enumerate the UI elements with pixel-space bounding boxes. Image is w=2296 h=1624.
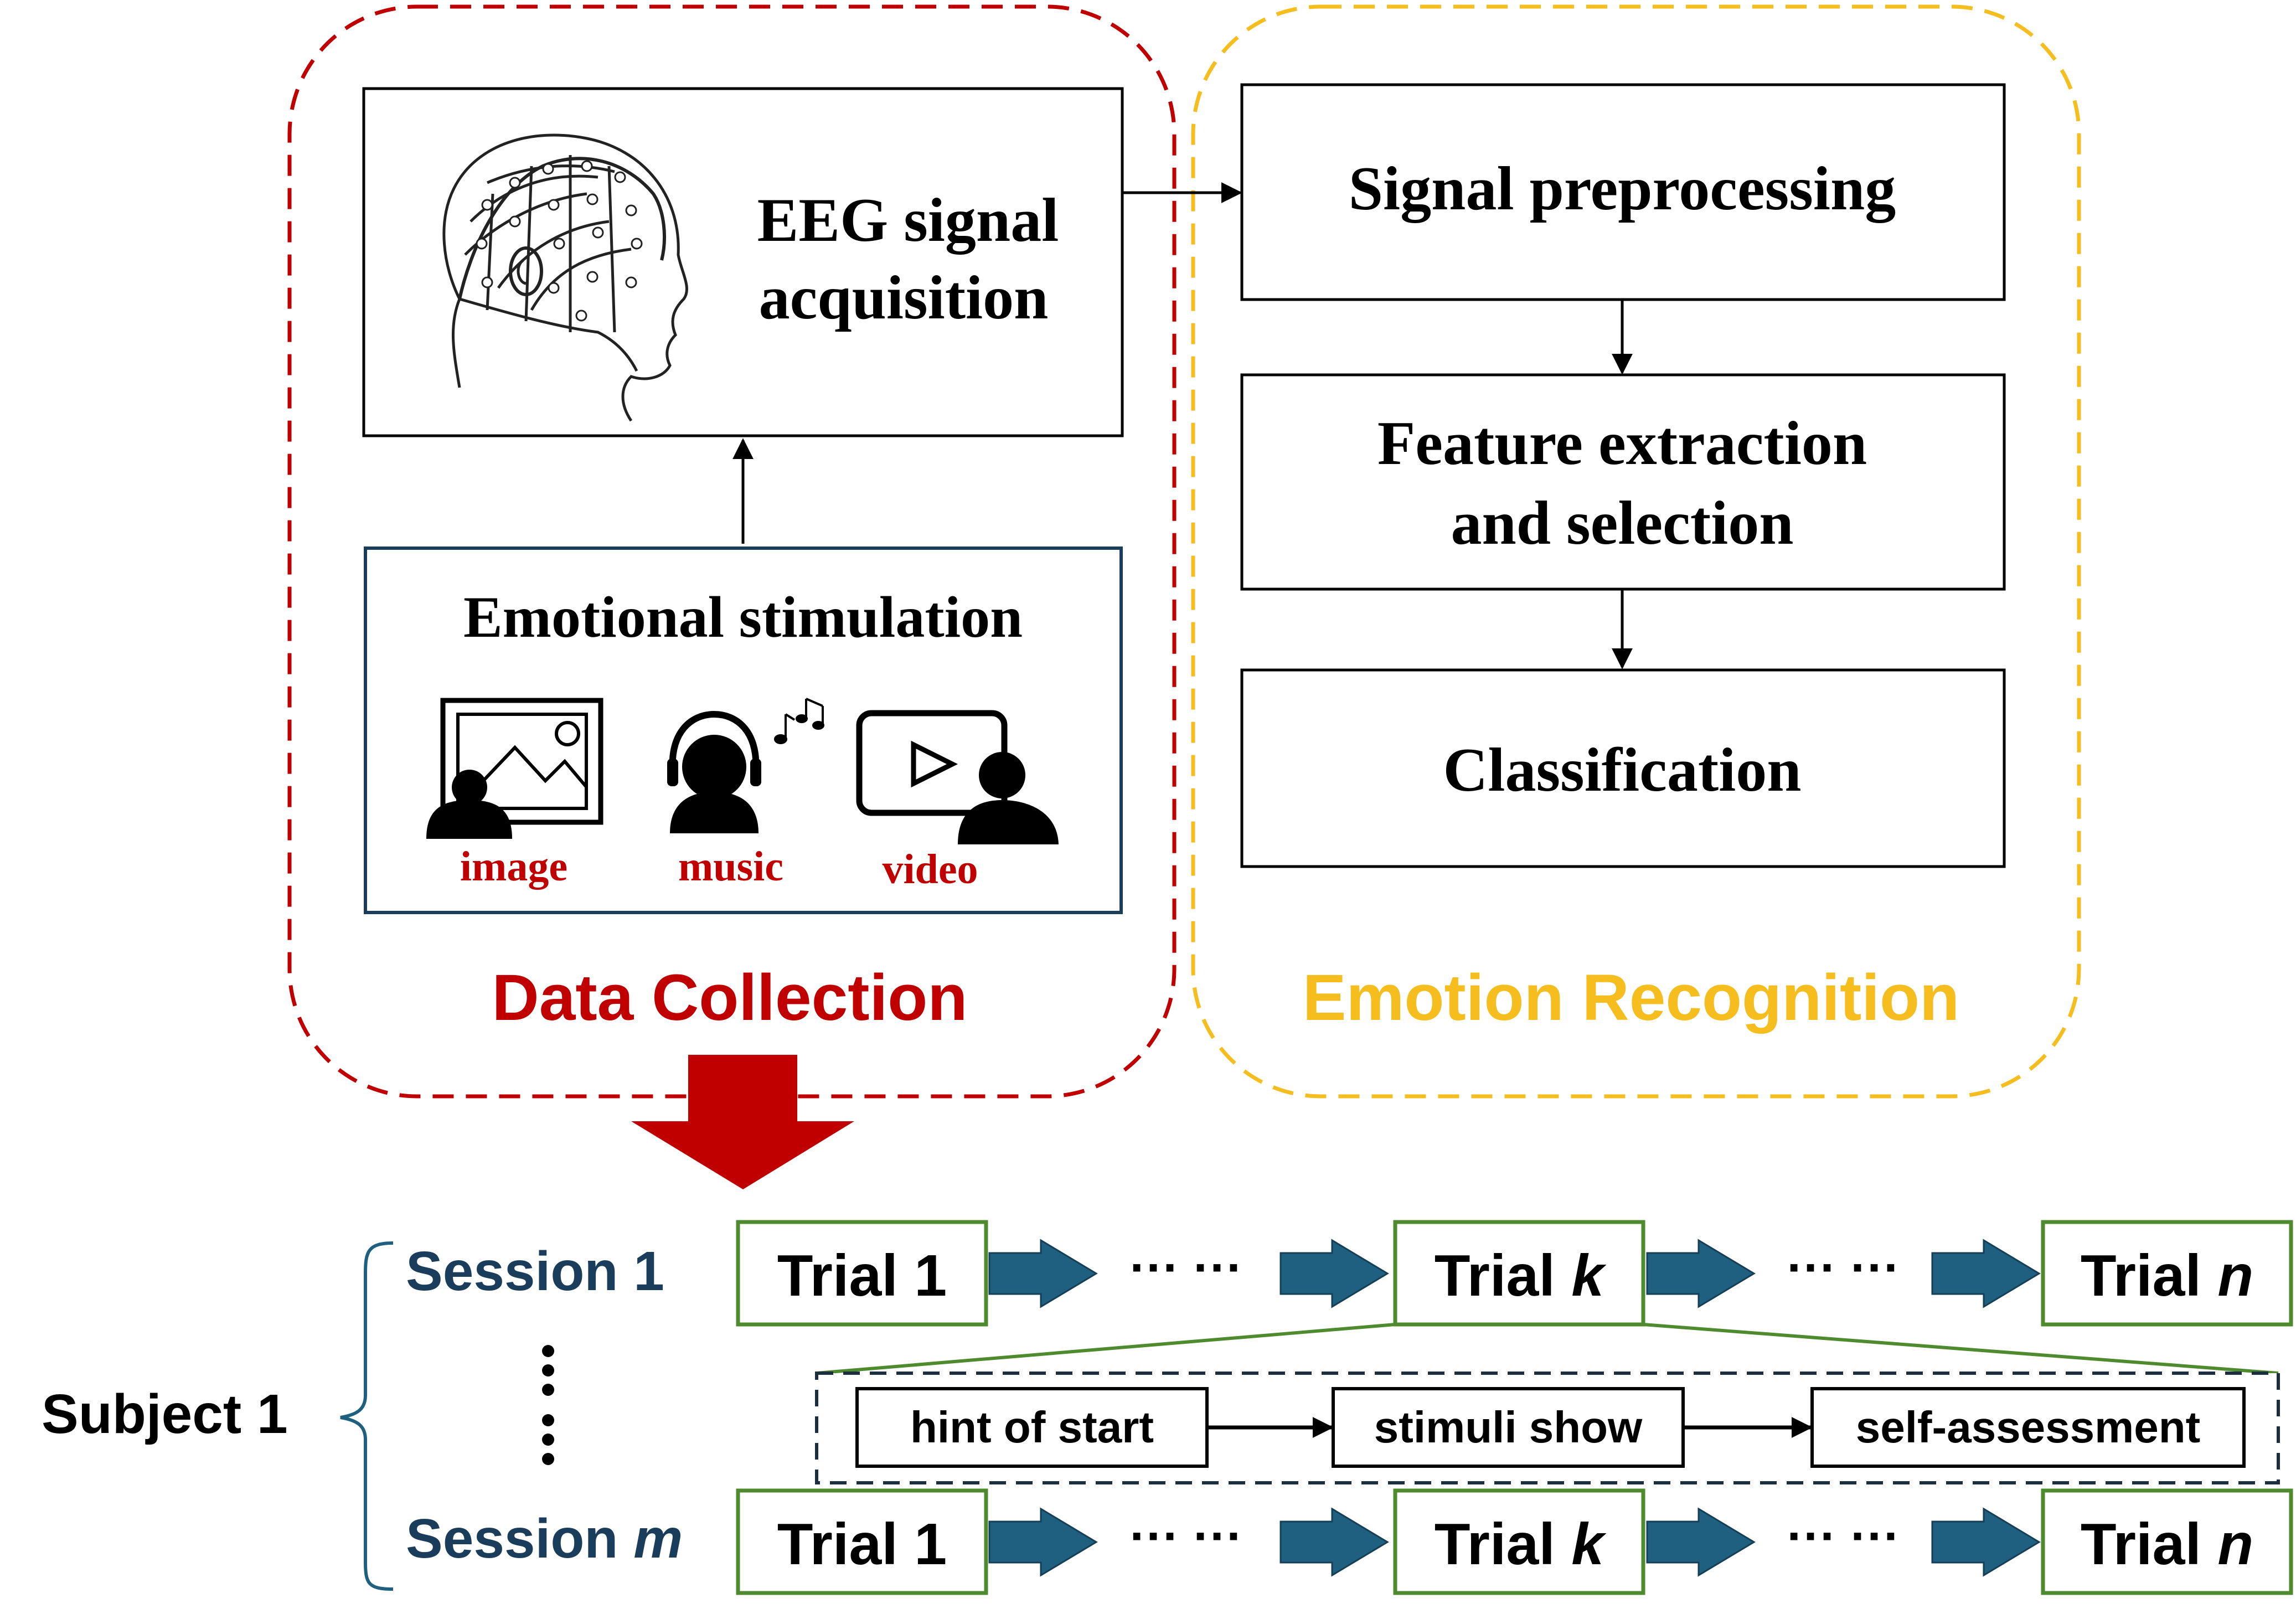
trial-flow-arrow <box>988 1507 1098 1577</box>
trial-box <box>736 1220 988 1327</box>
step2-line1: Feature extraction <box>1377 409 1867 478</box>
trial-flow-arrow <box>1931 1507 2041 1577</box>
stimulation-title: Emotional stimulation <box>463 585 1023 649</box>
eeg-head-icon <box>442 133 688 422</box>
zoom-line-right <box>1643 1323 2279 1375</box>
self-assessment-box <box>1810 1387 2246 1468</box>
trial-box <box>2041 1488 2293 1595</box>
image-icon <box>426 698 603 839</box>
trial-box <box>736 1488 988 1595</box>
image-label: image <box>460 843 567 890</box>
session-m-trials: Trial 1 ··· ··· Trial k ··· ··· Trial n <box>736 1488 2293 1595</box>
trial-flow-arrow <box>1646 1507 1756 1577</box>
emotion-recognition-border <box>1191 4 2081 1099</box>
data-collection-title: Data Collection <box>492 961 968 1034</box>
trial-step-3: self-assessment <box>1856 1403 2201 1452</box>
trial-box <box>1393 1488 1645 1595</box>
trial-box <box>1393 1220 1645 1327</box>
trial-label: Trial 1 <box>777 1243 947 1308</box>
trial-label: Trial n <box>2081 1243 2253 1308</box>
classification-box <box>1240 668 2006 868</box>
trial-box <box>2041 1220 2293 1327</box>
signal-preprocessing-box <box>1240 83 2006 301</box>
data-collection-panel: EEG signal acquisition Emotional stimula… <box>287 4 1177 1099</box>
step1-line1: Signal preprocessing <box>1349 154 1896 223</box>
trial-step-1: hint of start <box>910 1403 1154 1452</box>
trial-step-2: stimuli show <box>1374 1403 1643 1452</box>
trial-flow-arrow <box>1279 1239 1389 1308</box>
music-icon <box>667 698 824 833</box>
trial-detail-panel: hint of start stimuli show self-assessme… <box>815 1372 2280 1484</box>
feature-extraction-box <box>1240 373 2006 591</box>
video-icon <box>856 710 1059 844</box>
session-m-label: Session m <box>406 1508 683 1570</box>
trial-ellipsis: ··· ··· <box>1787 1509 1901 1564</box>
trial-flow-arrow <box>1931 1239 2041 1308</box>
trial-label: Trial k <box>1435 1243 1607 1308</box>
step3-line1: Classification <box>1443 736 1801 805</box>
eeg-box-line2: acquisition <box>759 264 1049 332</box>
session-1-label: Session 1 <box>406 1240 664 1302</box>
video-label: video <box>882 846 978 893</box>
trial-flow-arrow <box>1646 1239 1756 1308</box>
trial-flow-arrow <box>1279 1507 1389 1577</box>
sessions-ellipsis <box>542 1345 554 1465</box>
data-flow-down-arrow <box>631 1055 854 1189</box>
trial-label: Trial 1 <box>777 1512 947 1577</box>
step2-line2: and selection <box>1451 489 1793 558</box>
zoom-line-left <box>816 1323 1396 1375</box>
session-1-trials: Trial 1 ··· ··· Trial k ··· ··· Trial n <box>736 1220 2293 1327</box>
trial-ellipsis: ··· ··· <box>1787 1240 1901 1296</box>
subject-structure: Subject 1 Session 1 Session m Trial 1 ··… <box>42 1220 2293 1595</box>
trial-label: Trial n <box>2081 1512 2253 1577</box>
emotion-recognition-title: Emotion Recognition <box>1303 961 1959 1034</box>
emotion-recognition-panel: Signal preprocessing Feature extraction … <box>1191 4 2081 1099</box>
trial-ellipsis: ··· ··· <box>1130 1509 1244 1564</box>
music-label: music <box>678 843 783 890</box>
eeg-box-line1: EEG signal <box>757 186 1059 255</box>
trial-ellipsis: ··· ··· <box>1130 1240 1244 1296</box>
subject-label: Subject 1 <box>42 1383 288 1445</box>
eeg-acquisition-box <box>362 87 1124 437</box>
trial-label: Trial k <box>1435 1512 1607 1577</box>
subject-brace <box>340 1241 394 1591</box>
trial-flow-arrow <box>988 1239 1098 1308</box>
